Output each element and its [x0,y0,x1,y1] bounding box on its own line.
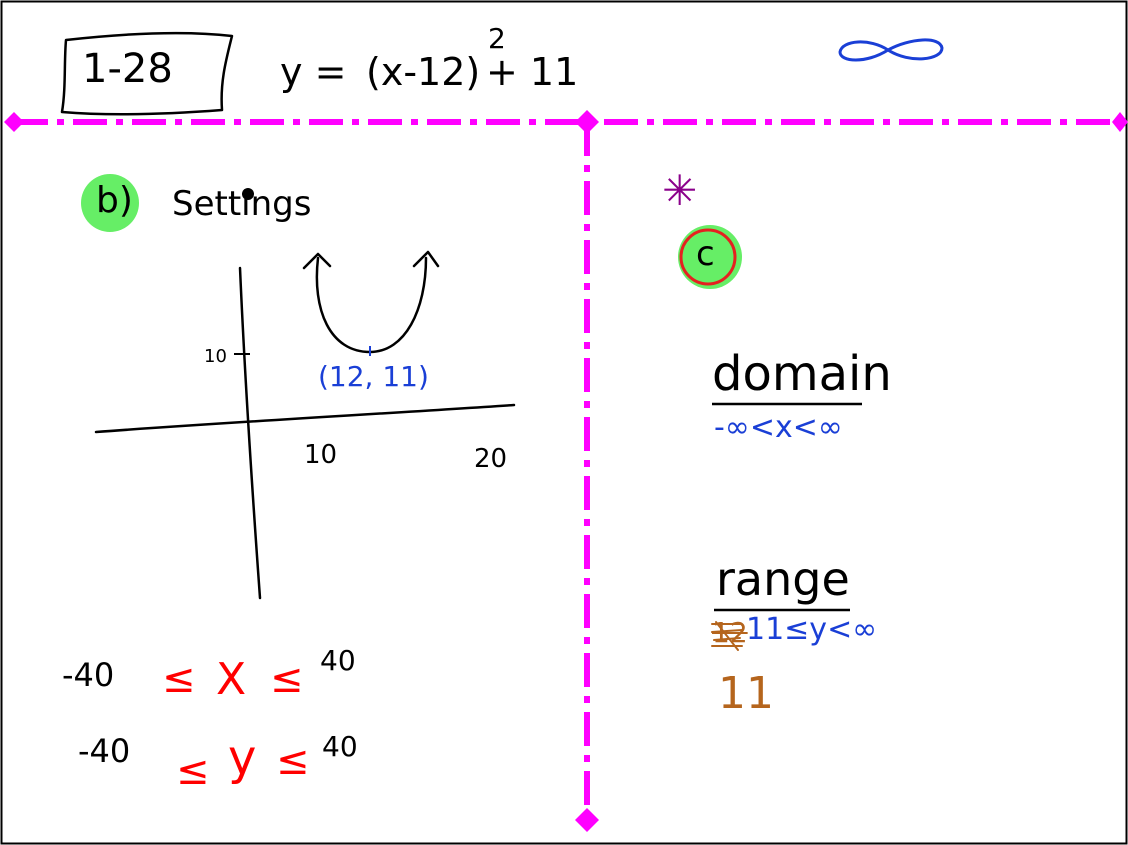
window-x-leq-left: ≤ [162,656,196,702]
window-x-min: -40 [62,656,115,694]
graph-parabola [315,256,428,354]
infinity-icon [838,38,944,62]
problem-number: 1-28 [82,46,173,92]
divider-diamond-right [1112,112,1128,132]
window-y-leq-right: ≤ [276,738,310,784]
equation-lhs: y = [280,50,347,94]
domain-heading: domain [712,346,892,402]
window-y-var: y [228,730,257,786]
graph-x-tick-label-10: 10 [304,440,338,470]
domain-value: -∞<x<∞ [714,410,843,445]
parabola-arrow-left [302,252,332,270]
range-correction: 11 [718,668,774,719]
window-x-leq-right: ≤ [270,656,304,702]
window-y-min: -40 [78,732,131,770]
graph-y-tick-label: 10 [204,346,227,367]
equation-exponent: 2 [488,22,506,55]
range-value: 11≤y<∞ [746,612,878,647]
problem-number-box [60,31,234,116]
graph-y-axis [238,266,262,600]
graph-vertex-label: (12, 11) [318,360,429,393]
part-c-label: c [696,234,715,274]
parabola-arrow-right [412,250,440,268]
range-crossout [711,621,743,651]
equation-base: (x-12) [366,50,481,94]
window-x-var: X [216,654,247,705]
graph-x-axis [94,403,516,434]
part-b-title: Settings [172,184,312,224]
graph-x-tick-label-20: 20 [474,444,508,474]
range-heading: range [716,552,850,606]
settings-dot [242,188,254,200]
part-b-highlight [81,174,139,232]
part-c-highlight [678,225,742,289]
window-y-leq-left: ≤ [176,748,210,794]
divider-diamond-center [575,110,599,134]
window-y-max: 40 [322,730,358,763]
divider-diamond-bottom [575,808,599,832]
window-x-max: 40 [320,644,356,677]
equation-rest: + 11 [486,50,579,94]
part-b-label: b) [96,180,133,221]
range-crossed-value: 12 [712,616,748,649]
part-c-outline [679,228,737,286]
star-icon: ✳ [662,166,698,215]
divider-diamond-left [4,112,24,132]
